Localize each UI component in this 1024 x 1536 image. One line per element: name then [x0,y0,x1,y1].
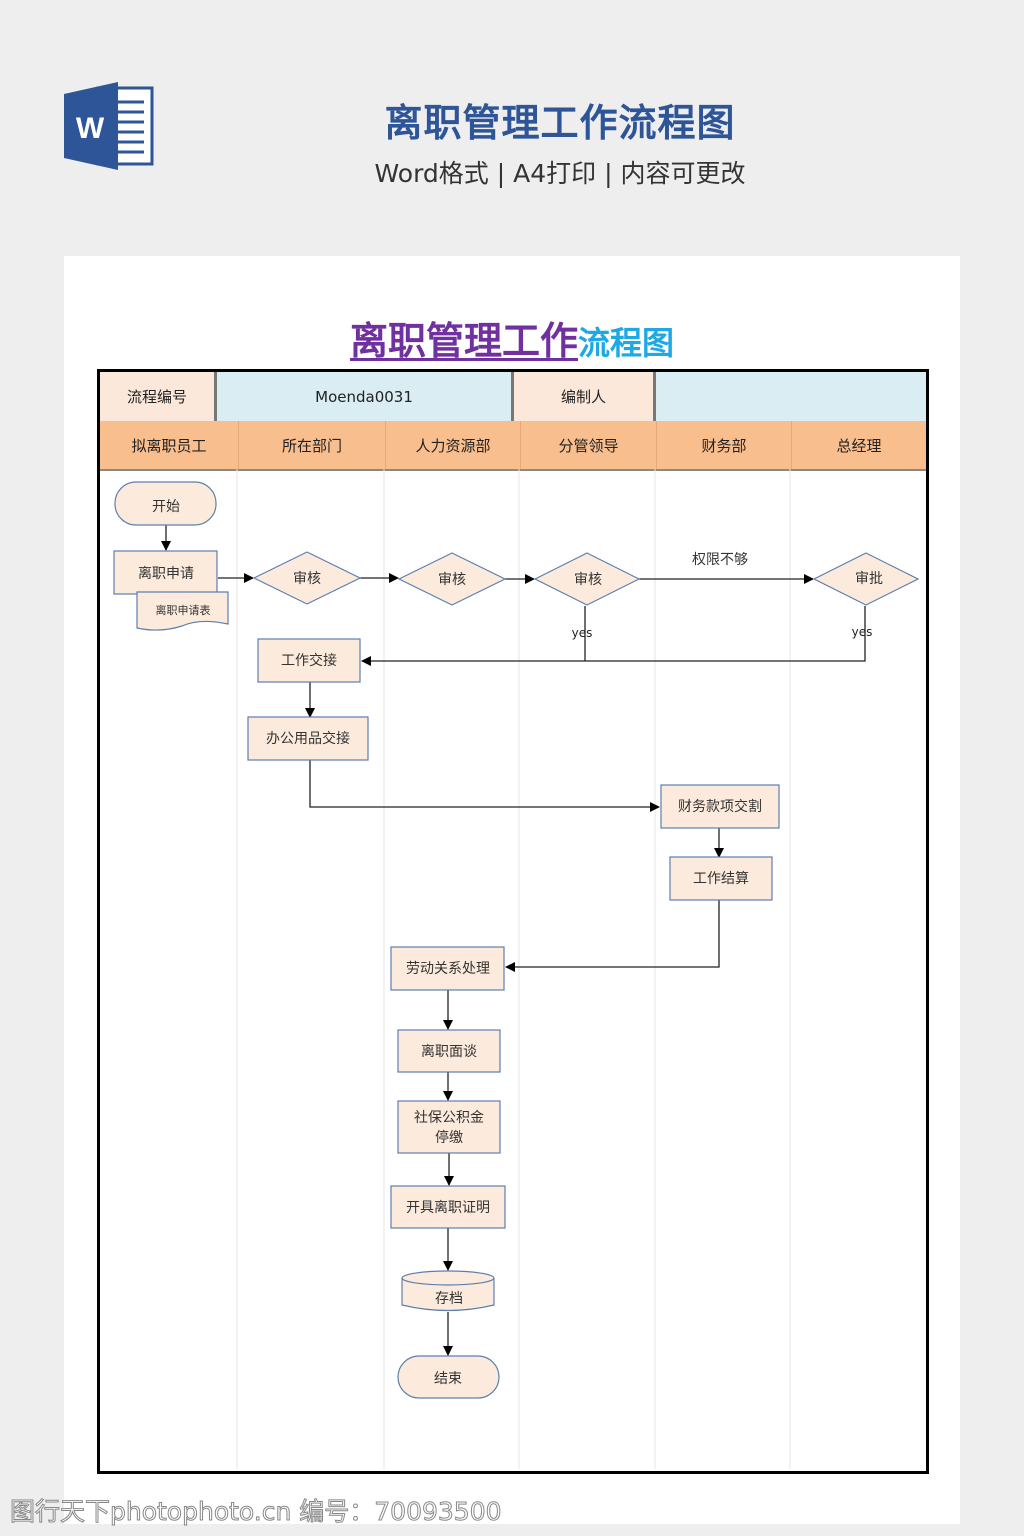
start-label: 开始 [152,499,180,515]
insurance-label-line2: 停缴 [435,1129,463,1146]
handover-label: 工作交接 [281,652,337,669]
word-icon-letter: W [76,112,105,145]
approve-label: 审批 [855,571,883,587]
settle-label: 工作结算 [693,871,749,887]
certificate-node [390,1185,506,1229]
end-node [397,1355,500,1399]
edge [361,606,866,666]
process-no-value: Moenda0031 [217,372,514,421]
lane-header: 拟离职员工 [100,421,239,469]
certificate-label: 开具离职证明 [406,1199,490,1216]
page-title: 离职管理工作流程图 [384,101,736,145]
document-title-main: 离职管理工作 [349,319,578,363]
document-title: 离职管理工作流程图 [0,310,1024,365]
supplies-label: 办公用品交接 [266,730,350,747]
start-node [114,481,217,526]
review1-diamond [252,551,362,605]
apply-form-label: 离职申请表 [156,603,211,617]
insurance-label-line1: 社保公积金 [414,1110,484,1126]
page-subtitle: Word格式 | A4打印 | 内容可更改 [374,159,746,188]
apply-form-doc [136,591,229,631]
review1-label: 审核 [293,571,321,587]
archive-cylinder [401,1278,495,1312]
end-label: 结束 [434,1371,462,1387]
lane-header: 财务部 [657,421,792,469]
handover-node [257,638,361,683]
word-icon: W [64,82,154,170]
header-separator [100,469,926,471]
edge [505,900,720,972]
settle-node [669,856,773,901]
apply-node [113,550,218,595]
edge-label-yes: yes [572,626,593,640]
labor-node [390,946,505,991]
interview-node [397,1029,501,1073]
review2-label: 审核 [438,572,466,588]
interview-label: 离职面谈 [421,1043,477,1060]
edge [309,760,660,812]
finance-node [660,784,780,829]
author-label: 编制人 [514,372,656,421]
document-title-suffix: 流程图 [578,324,675,362]
approve-diamond [812,552,920,606]
review3-label: 审核 [574,572,602,588]
edge-label-yes: yes [852,625,873,639]
review3-diamond [533,552,641,606]
apply-label: 离职申请 [138,565,194,582]
lane-header: 人力资源部 [386,421,521,469]
author-value[interactable] [656,372,926,421]
flowchart-frame: 流程编号 Moenda0031 编制人 拟离职员工 所在部门 人力资源部 分管领… [97,369,929,1474]
archive-label: 存档 [435,1291,463,1307]
watermark: 图行天下photophoto.cn 编号：70093500 [10,1497,503,1527]
lane-header: 总经理 [792,421,926,469]
archive-cylinder-top [401,1270,495,1286]
labor-label: 劳动关系处理 [406,961,490,977]
lane-header: 所在部门 [239,421,386,469]
supplies-node [247,716,369,761]
edge-label-insufficient: 权限不够 [692,552,748,568]
insurance-node [397,1100,501,1154]
finance-label: 财务款项交割 [678,798,762,815]
review2-diamond [397,552,507,606]
lane-header: 分管领导 [521,421,657,469]
process-no-label: 流程编号 [100,372,217,421]
